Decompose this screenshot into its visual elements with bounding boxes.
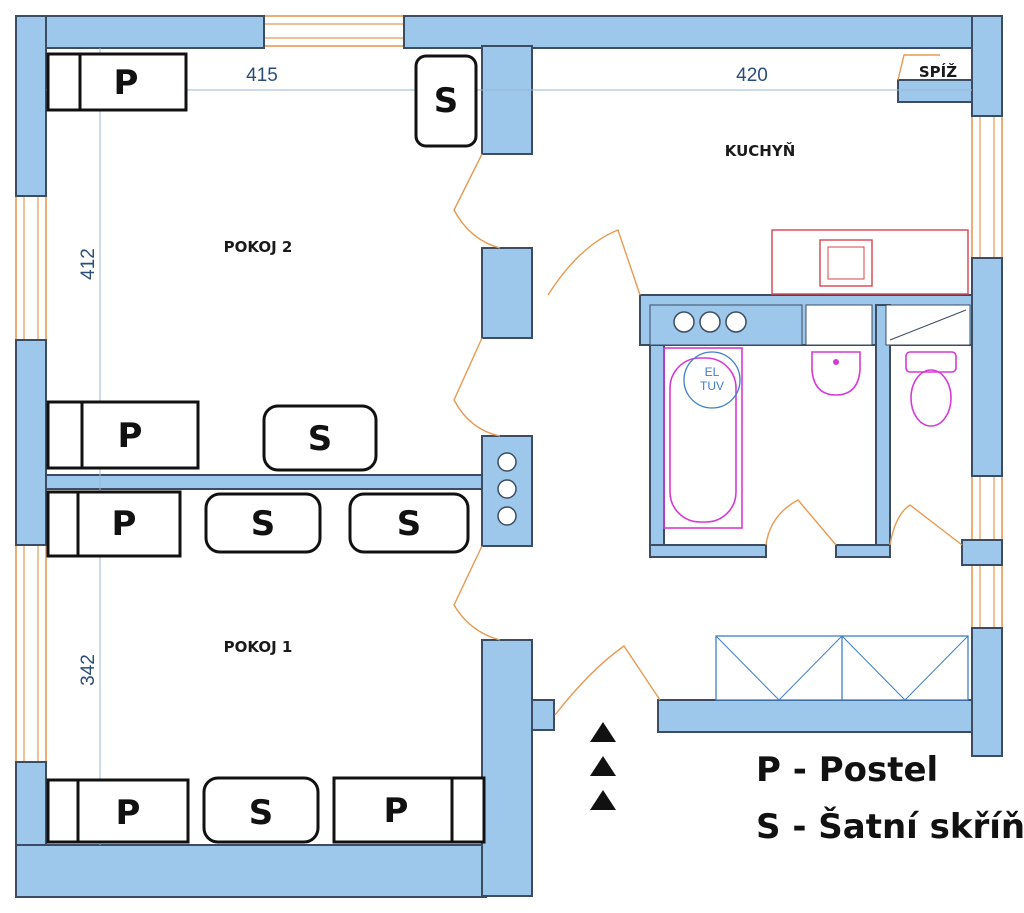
dimension-top-left: 415 [246, 65, 278, 86]
wall-left-middle [15, 339, 47, 546]
wall-wc-bottom [961, 539, 1003, 566]
door-entrance [554, 645, 661, 716]
kitchen-sink [819, 239, 873, 287]
wall-partition-top [481, 45, 533, 155]
wardrobe-room1-b [348, 492, 470, 554]
wall-partition-upper [481, 247, 533, 339]
boiler-label-line2: TUV [700, 379, 724, 393]
wall-left-top [15, 15, 47, 197]
furniture-room2: P S P S [46, 52, 478, 472]
legend-bed: P - Postel [756, 750, 938, 790]
bed-label: P [384, 791, 409, 831]
room-label-kuchyn: KUCHYŇ [725, 141, 796, 160]
bed-room2-top [46, 52, 188, 112]
boiler-label-line1: EL [705, 365, 720, 379]
door-bathroom [765, 499, 837, 546]
wardrobe-label: S [434, 81, 459, 121]
wall-right-middle [971, 257, 1003, 477]
wardrobe-room1-c [202, 776, 320, 844]
bathroom-fixtures: EL TUV [663, 347, 957, 529]
room-label-spiz: SPÍŽ [919, 62, 957, 81]
washbasin [811, 351, 861, 396]
wall-right-top [971, 15, 1003, 117]
wardrobe-label: S [308, 419, 333, 459]
wall-bath-bottom-right [835, 544, 891, 558]
room-label-pokoj1: POKOJ 1 [224, 638, 293, 656]
kitchen-fixtures [649, 229, 971, 346]
wardrobe-label: S [397, 504, 422, 544]
bed-room2-bottom [46, 400, 200, 470]
water-heater-icon [683, 351, 741, 409]
bed-room1-bottom-left [46, 778, 190, 844]
wall-bottom [15, 844, 487, 898]
wardrobe-room2-top [414, 54, 478, 148]
wall-hall-bottom [657, 699, 973, 733]
entrance-arrows-icon [590, 722, 616, 810]
door-room2-bottom [453, 337, 501, 437]
wardrobe-room2-bottom [262, 404, 378, 472]
bed-label: P [112, 504, 137, 544]
legend-wardrobe: S - Šatní skříň [756, 806, 1024, 847]
wall-bath-bottom [649, 544, 767, 558]
wall-between-rooms [45, 474, 483, 490]
dimension-side-upper: 412 [78, 248, 99, 280]
hall-wardrobe [715, 635, 969, 701]
bed-room1-bottom-right [332, 776, 486, 844]
bed-label: P [118, 416, 143, 456]
door-kitchen [547, 229, 641, 296]
room-label-pokoj2: POKOJ 2 [224, 238, 293, 256]
washbasin-counter [805, 304, 873, 346]
door-wc [889, 504, 963, 546]
window-top [263, 15, 407, 47]
dimension-top-right: 420 [736, 65, 768, 86]
wall-pantry [897, 79, 973, 103]
bed-label: P [114, 63, 139, 103]
wardrobe-label: S [251, 504, 276, 544]
door-pantry [897, 54, 940, 81]
wardrobe-label: S [249, 793, 274, 833]
bed-room1-top [46, 490, 182, 558]
wall-top-right [403, 15, 1003, 49]
window-left-upper [15, 194, 47, 341]
doors [453, 54, 963, 716]
bathtub [663, 347, 743, 529]
wall-bath-left [649, 344, 665, 558]
wall-partition-jamb [531, 699, 555, 731]
toilet-tank [905, 351, 957, 373]
bed-label: P [116, 793, 141, 833]
wall-partition-lower [481, 639, 533, 897]
door-room2-top [453, 153, 501, 249]
wall-right-bottom [971, 627, 1003, 757]
chimney [497, 452, 517, 526]
toilet-bowl-icon [910, 369, 952, 427]
window-left-lower [15, 544, 47, 764]
dimension-side-lower: 342 [78, 654, 99, 686]
furniture-room1: P S S P S P [46, 490, 486, 844]
wardrobe-room1-a [204, 492, 322, 554]
wall-top-left [15, 15, 265, 49]
window-right-upper [971, 114, 1003, 261]
door-room1 [453, 545, 501, 641]
